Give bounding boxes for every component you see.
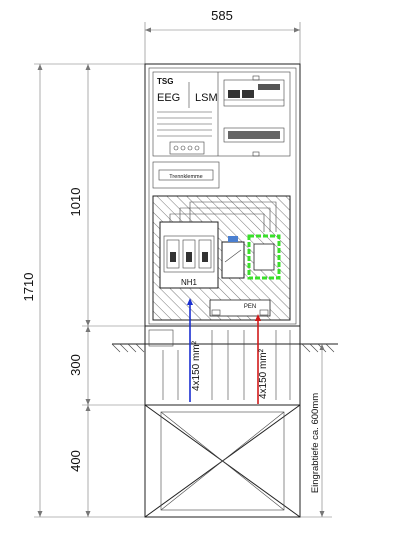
- installation-area: NH1 PEN: [152, 195, 291, 321]
- meter-label-lsm: LSM: [195, 92, 218, 104]
- surge-device: [221, 236, 245, 279]
- meter-left-lines: [157, 111, 212, 137]
- left-dimensions: 1710 1010 300 400: [21, 63, 145, 518]
- nh1-fuse-base: NH1: [159, 221, 219, 289]
- depth-label: Eingrabtiefe ca. 600mm: [310, 393, 321, 493]
- pen-terminal-block: PEN: [209, 299, 271, 317]
- upper-height-label: 1010: [68, 188, 83, 217]
- cable-right: 4x150 mm²: [255, 314, 269, 404]
- lower-height-label: 400: [68, 450, 83, 472]
- cable-right-label: 4x150 mm²: [258, 348, 269, 399]
- terminal-block-small: [169, 141, 205, 155]
- middle-height-label: 300: [68, 354, 83, 376]
- meter-panel: TSG EEG LSM: [152, 71, 291, 157]
- meter-label-eeg: EEG: [157, 92, 180, 104]
- separator-terminal-label: Trennklemme: [169, 174, 202, 180]
- cabinet-housing: [144, 63, 301, 518]
- cable-left: 4x150 mm²: [187, 298, 202, 402]
- fuse-label: NH1: [181, 278, 198, 287]
- meter-brand: TSG: [157, 77, 173, 86]
- wiring: [169, 201, 277, 232]
- cable-left-label: 4x150 mm²: [191, 340, 202, 391]
- top-width-label: 585: [211, 8, 233, 23]
- depth-dimension: Eingrabtiefe ca. 600mm: [300, 344, 332, 518]
- foundation-section: [144, 404, 301, 518]
- cable-channels: [148, 329, 291, 400]
- ground-line: [111, 343, 338, 353]
- meter-right-unit: [223, 75, 285, 157]
- separator-terminal: Trennklemme: [152, 161, 220, 189]
- top-width-dimension: 585: [144, 8, 301, 64]
- pen-label: PEN: [244, 304, 256, 310]
- highlighted-module: [247, 234, 281, 280]
- total-height-label: 1710: [21, 273, 36, 302]
